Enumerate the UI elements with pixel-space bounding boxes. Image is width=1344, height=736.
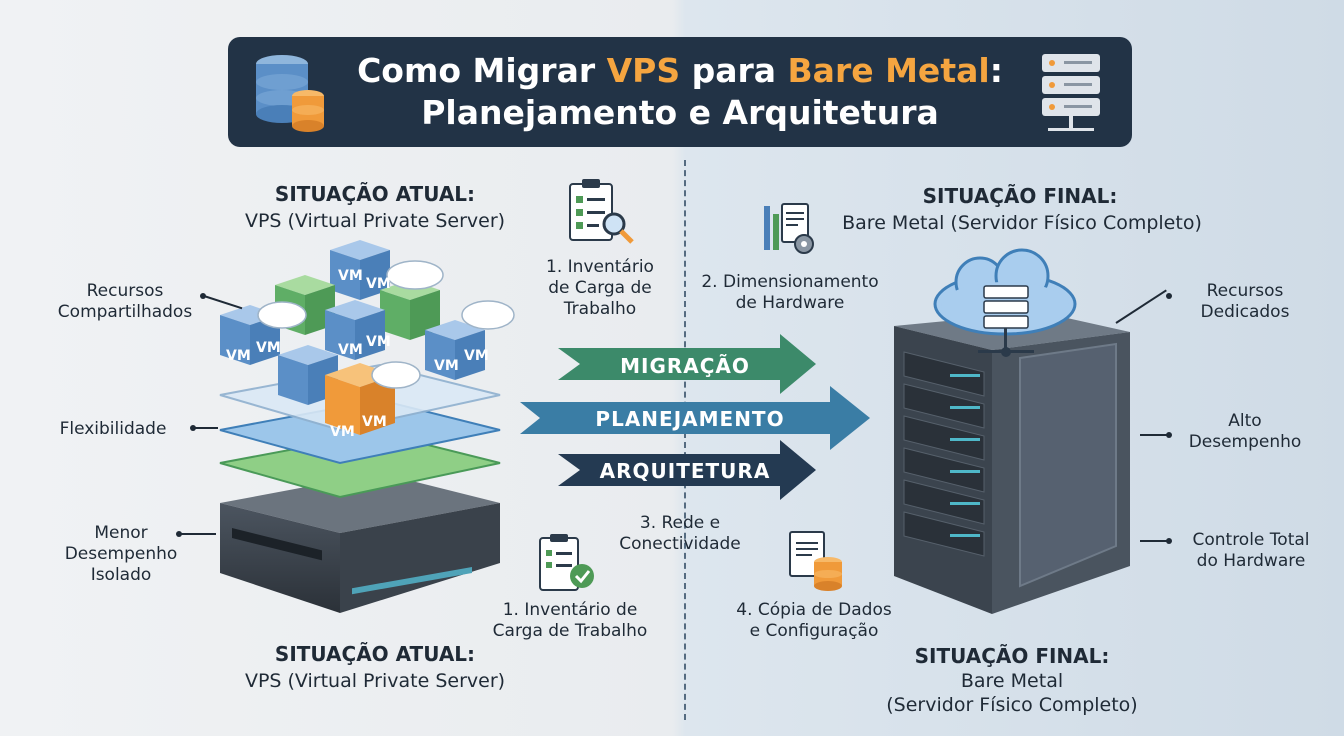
title-text: Como Migrar — [357, 51, 607, 90]
title-line2: Planejamento e Arquitetura — [421, 93, 939, 132]
vm-label: VM — [464, 348, 489, 364]
step-3: 3. Rede e Conectividade — [600, 513, 760, 555]
step-text: 3. Rede e — [639, 513, 721, 533]
label-recursos-compartilhados: Recursos Compartilhados — [40, 281, 210, 323]
label-recursos-dedicados: Recursos Dedicados — [1170, 281, 1320, 323]
step-text: 1. Inventário de — [502, 600, 638, 620]
data-copy-icon — [789, 531, 842, 591]
connector-dot — [1166, 432, 1172, 438]
arrow-planejamento: PLANEJAMENTO — [595, 407, 785, 431]
right-title-top: SITUAÇÃO FINAL: — [922, 184, 1118, 208]
label-text: Menor — [94, 523, 148, 543]
checklist-search-icon — [569, 179, 634, 244]
left-title-top: SITUAÇÃO ATUAL: — [274, 182, 476, 206]
database-icon — [256, 55, 324, 132]
step-1-top: 1. Inventário de Carga de Trabalho — [520, 257, 680, 320]
center-divider — [684, 160, 686, 720]
subtitle-text: (Servidor Físico Completo) — [886, 694, 1138, 716]
connector-line — [180, 533, 216, 535]
connector-dot — [190, 425, 196, 431]
left-subtitle-bottom: VPS (Virtual Private Server) — [244, 670, 506, 692]
title-text: para — [680, 51, 788, 90]
vm-label: VM — [434, 358, 459, 374]
vm-label: VM — [338, 268, 363, 284]
label-text: Desempenho — [64, 544, 178, 564]
label-text: Compartilhados — [57, 302, 193, 322]
step-text: Conectividade — [619, 534, 741, 554]
left-title-bottom: SITUAÇÃO ATUAL: — [274, 642, 476, 666]
label-text: Recursos — [86, 281, 164, 301]
hardware-spec-icon — [764, 203, 814, 254]
step-4: 4. Cópia de Dados e Configuração — [714, 600, 914, 642]
label-text: Isolado — [90, 565, 152, 585]
label-text: Alto — [1228, 411, 1262, 431]
right-subtitle-top: Bare Metal (Servidor Físico Completo) — [842, 212, 1202, 234]
label-text: Desempenho — [1188, 432, 1302, 452]
title-highlight-bare-metal: Bare Metal — [787, 51, 990, 90]
label-text: Dedicados — [1200, 302, 1290, 322]
label-controle-total: Controle Total do Hardware — [1176, 530, 1326, 572]
connector-line — [1140, 434, 1168, 436]
label-text: Controle Total — [1192, 530, 1310, 550]
page-title: Como Migrar VPS para Bare Metal: Planeja… — [228, 50, 1132, 134]
left-subtitle-top: VPS (Virtual Private Server) — [244, 210, 506, 232]
title-highlight-vps: VPS — [606, 51, 681, 90]
vm-label: VM — [226, 348, 251, 364]
connector-dot — [200, 293, 206, 299]
vm-label: VM — [366, 276, 391, 292]
label-text: Recursos — [1206, 281, 1284, 301]
step-1-bottom: 1. Inventário de Carga de Trabalho — [470, 600, 670, 642]
step-2: 2. Dimensionamento de Hardware — [690, 272, 890, 314]
vm-label: VM — [366, 334, 391, 350]
vm-label: VM — [330, 424, 355, 440]
step-text: 2. Dimensionamento — [701, 272, 879, 292]
step-text: de Carga de — [548, 278, 652, 298]
connector-line — [1140, 540, 1168, 542]
step-text: Carga de Trabalho — [492, 621, 648, 641]
vm-label: VM — [256, 340, 281, 356]
right-title-bottom: SITUAÇÃO FINAL: — [914, 644, 1110, 668]
connector-dot — [1166, 293, 1172, 299]
label-alto-desempenho: Alto Desempenho — [1180, 411, 1310, 453]
vm-label: VM — [362, 414, 387, 430]
migration-arrows — [520, 334, 870, 500]
connector-line — [194, 427, 218, 429]
connector-dot — [176, 531, 182, 537]
vps-stack-illustration — [219, 240, 515, 613]
connector-dot — [1166, 538, 1172, 544]
label-flexibilidade: Flexibilidade — [59, 419, 167, 439]
checklist-check-icon — [539, 534, 594, 591]
right-subtitle-bottom: Bare Metal (Servidor Físico Completo) — [872, 669, 1152, 717]
bare-metal-server-illustration — [894, 248, 1130, 614]
title-text: : — [989, 51, 1003, 90]
step-text: Trabalho — [563, 299, 637, 319]
arrow-arquitetura: ARQUITETURA — [599, 459, 771, 483]
header-banner — [228, 37, 1132, 147]
step-text: de Hardware — [735, 293, 845, 313]
subtitle-text: Bare Metal — [960, 670, 1064, 692]
arrow-migracao: MIGRAÇÃO — [620, 354, 750, 378]
label-menor-desempenho: Menor Desempenho Isolado — [46, 523, 196, 586]
server-rack-icon — [1042, 54, 1100, 131]
step-text: 4. Cópia de Dados — [736, 600, 892, 620]
vm-label: VM — [338, 342, 363, 358]
step-text: e Configuração — [749, 621, 879, 641]
label-text: do Hardware — [1196, 551, 1306, 571]
step-text: 1. Inventário — [546, 257, 654, 277]
